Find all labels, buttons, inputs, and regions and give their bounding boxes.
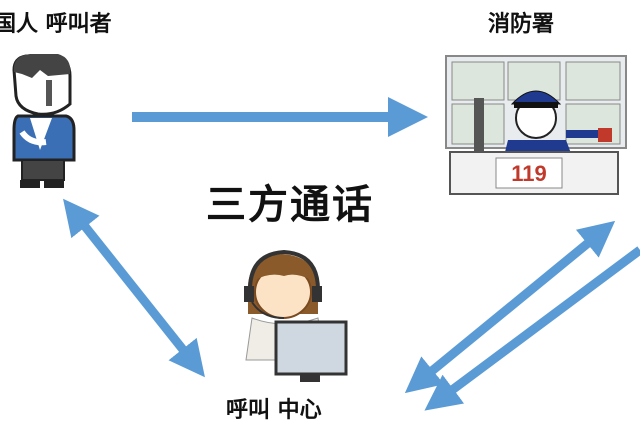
fire-station-label: 消防署 <box>488 12 555 37</box>
call-center-operator-icon <box>244 249 348 382</box>
fire-station-icon <box>445 55 627 195</box>
call-center-label: 呼叫 中心 <box>226 398 322 423</box>
arrow-center-fire-station-2 <box>424 246 640 411</box>
caller-label: 国人 呼叫者 <box>0 12 112 37</box>
arrow-center-fire-station-1 <box>404 220 616 394</box>
caller-person-icon <box>12 54 76 188</box>
diagram-title: 三方通话 <box>206 182 374 228</box>
station-number-text: 119 <box>511 161 547 186</box>
arrow-caller-call-center <box>63 198 205 378</box>
